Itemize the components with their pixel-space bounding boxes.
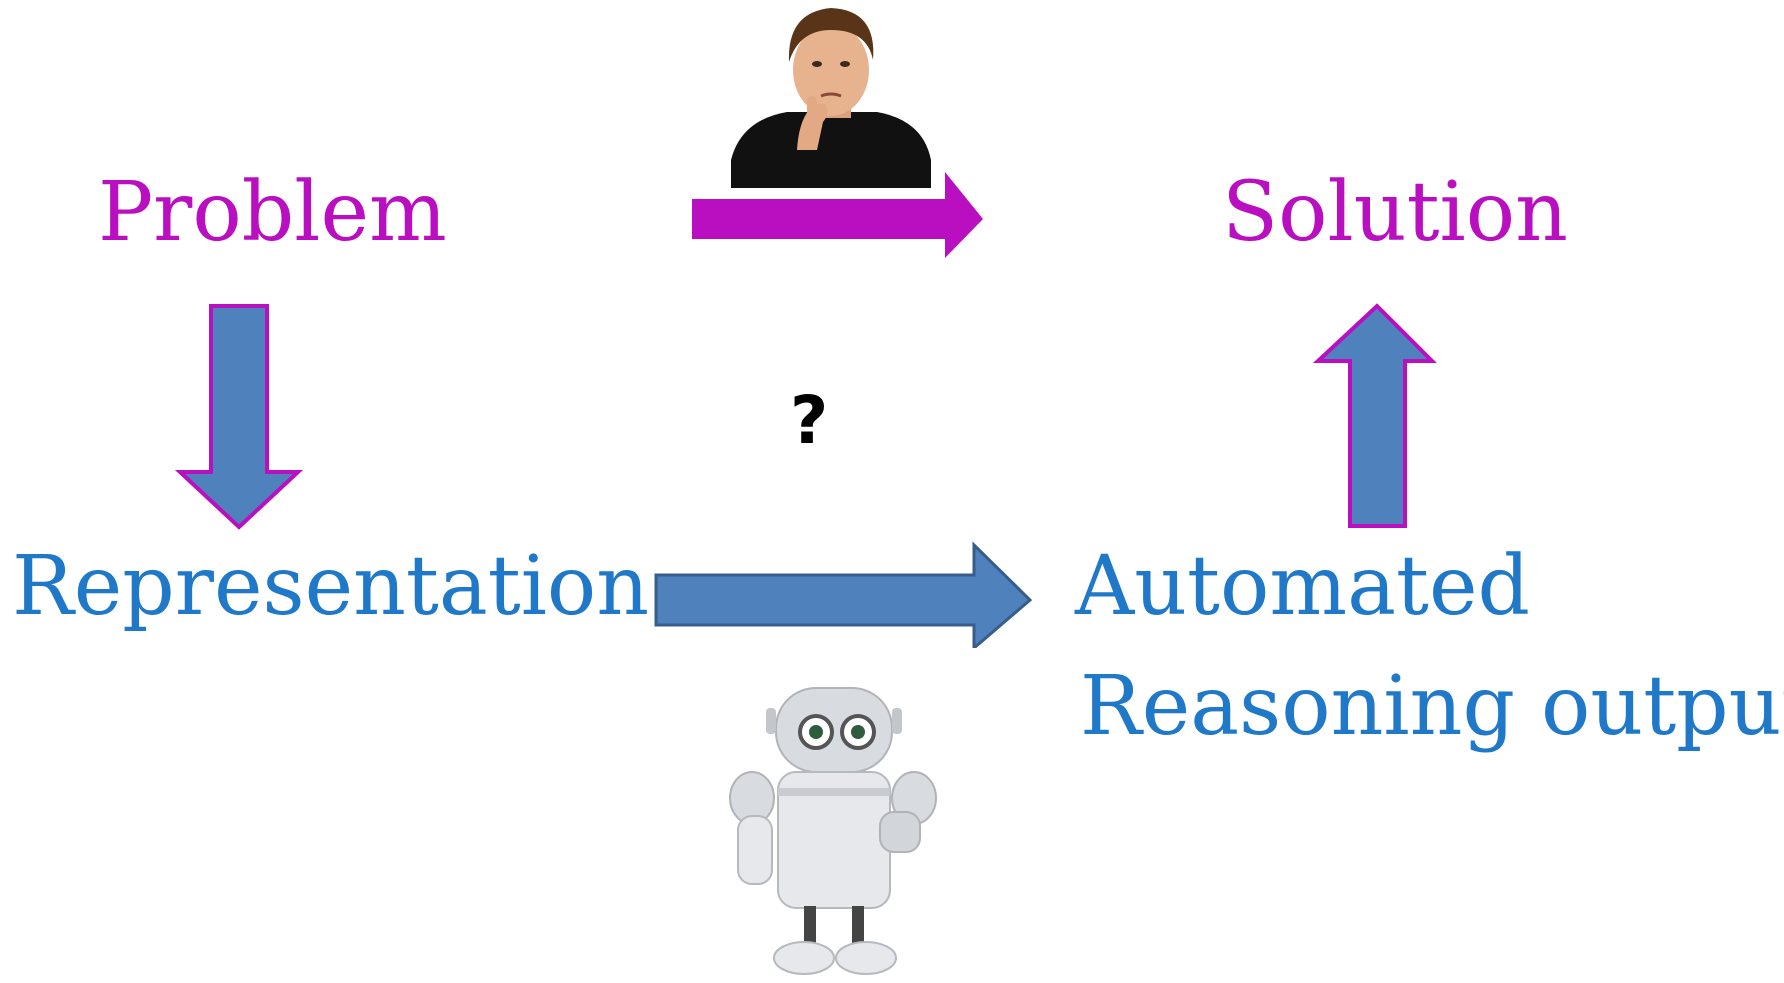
- reasoning-to-solution-arrow: [1312, 303, 1437, 528]
- question-mark: ?: [790, 382, 829, 459]
- reasoning-output-label: Reasoning output: [1080, 659, 1784, 754]
- representation-to-automated-arrow: [654, 541, 1033, 652]
- problem-to-representation-arrow: [174, 304, 304, 530]
- representation-label: Representation: [12, 539, 650, 634]
- thinking-person-photo: [727, 0, 935, 188]
- problem-label: Problem: [98, 165, 447, 260]
- problem-to-solution-arrow: [692, 172, 983, 258]
- automated-label: Automated: [1075, 539, 1530, 634]
- thinking-robot-image: [666, 648, 996, 983]
- solution-label: Solution: [1222, 165, 1568, 260]
